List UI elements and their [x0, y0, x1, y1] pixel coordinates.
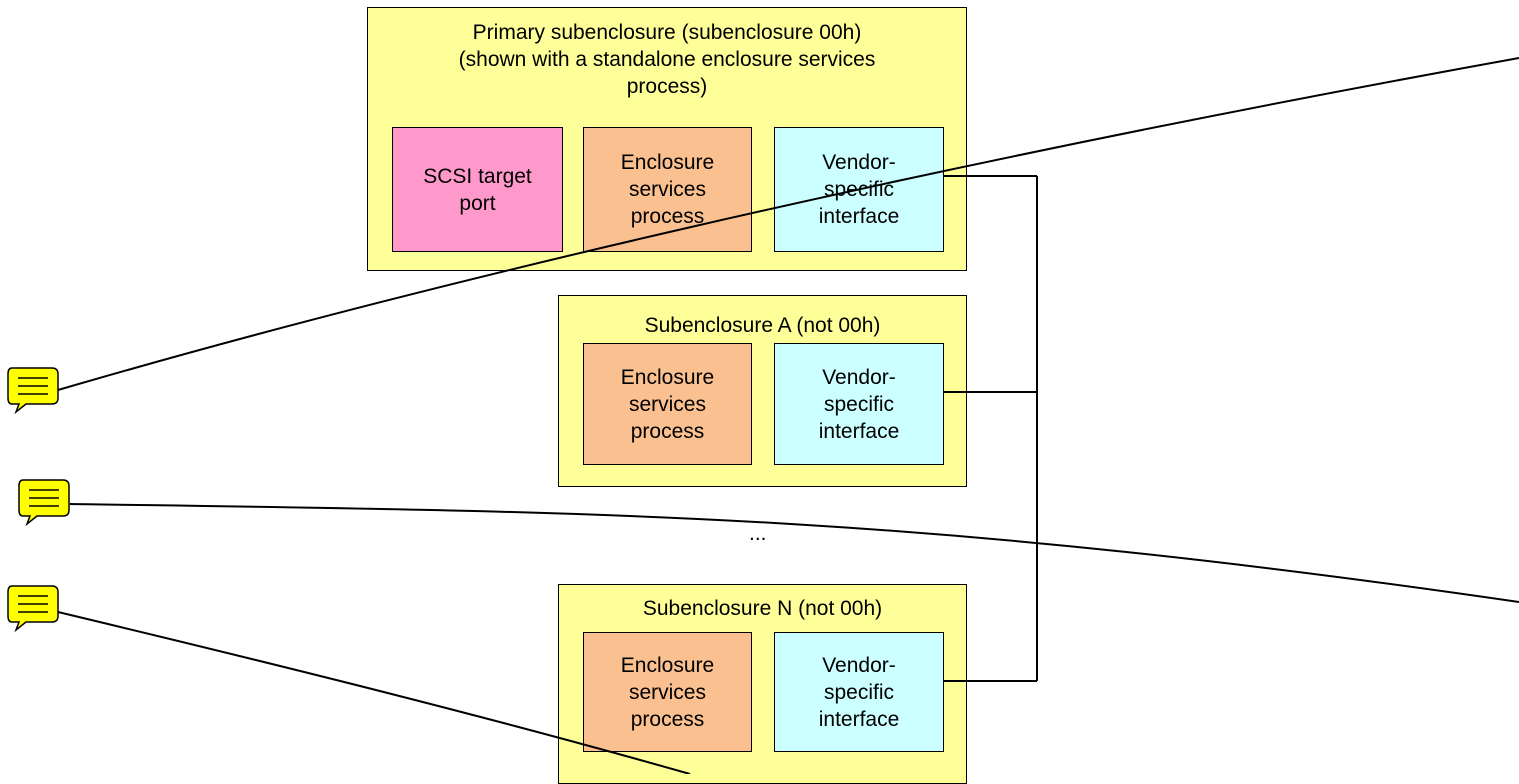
primary-subenclosure: Primary subenclosure (subenclosure 00h) …: [367, 7, 967, 271]
subenclosure-n: Subenclosure N (not 00h) Enclosure servi…: [558, 584, 967, 784]
primary-enclosure-services-process-box: Enclosure services process: [583, 127, 752, 252]
subenclosure-a-enclosure-services-process-box: Enclosure services process: [583, 343, 752, 465]
primary-subenclosure-title: Primary subenclosure (subenclosure 00h) …: [458, 21, 876, 98]
ellipsis: ...: [749, 522, 767, 545]
primary-vendor-specific-interface-box: Vendor- specific interface: [774, 127, 944, 252]
scsi-target-port-box: SCSI target port: [392, 127, 563, 252]
comment-leader-line-3: [57, 611, 691, 774]
subenclosure-a: Subenclosure A (not 00h) Enclosure servi…: [558, 295, 967, 487]
comment-icon[interactable]: [6, 584, 60, 633]
comment-leader-line-1: [57, 57, 1519, 391]
comment-leader-line-2: [69, 503, 1519, 603]
subenclosure-a-vendor-specific-interface-box: Vendor- specific interface: [774, 343, 944, 465]
comment-icon[interactable]: [17, 478, 71, 527]
subenclosure-n-enclosure-services-process-box: Enclosure services process: [583, 632, 752, 752]
comment-icon[interactable]: [6, 366, 60, 415]
subenclosure-n-vendor-specific-interface-box: Vendor- specific interface: [774, 632, 944, 752]
subenclosure-a-title: Subenclosure A (not 00h): [644, 314, 881, 337]
subenclosure-n-title: Subenclosure N (not 00h): [642, 597, 883, 620]
